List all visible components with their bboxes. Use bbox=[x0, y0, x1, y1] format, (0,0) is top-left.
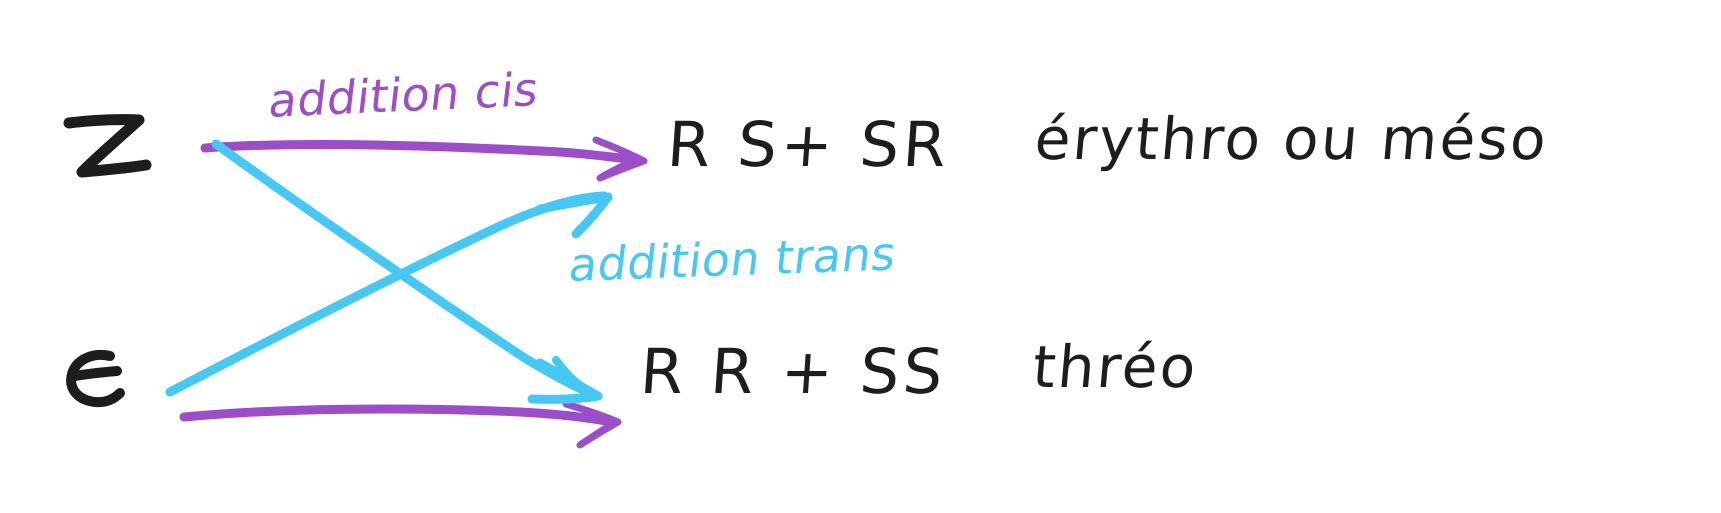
product-descriptor-bottom: thréo bbox=[1030, 333, 1201, 401]
arrowhead-purple-bottom bbox=[562, 400, 622, 449]
product-formula-top: R S+ SR bbox=[665, 108, 953, 181]
purple-arrow-e-to-rr-ss bbox=[179, 400, 622, 449]
product-descriptor-top: érythro ou méso bbox=[1032, 105, 1552, 173]
reactant-label-e-glyph bbox=[66, 350, 125, 408]
arrowhead-cyan-down bbox=[527, 391, 603, 404]
reactant-label-z-glyph bbox=[63, 114, 152, 178]
cyan-arrow-e-to-rs-sr bbox=[165, 191, 613, 397]
purple-arrow-z-to-rs-sr bbox=[200, 136, 648, 182]
product-formula-bottom: R R + SS bbox=[638, 335, 949, 408]
cyan-arrow-z-to-rr-ss bbox=[211, 139, 603, 404]
arrowhead-purple-top bbox=[592, 136, 648, 182]
